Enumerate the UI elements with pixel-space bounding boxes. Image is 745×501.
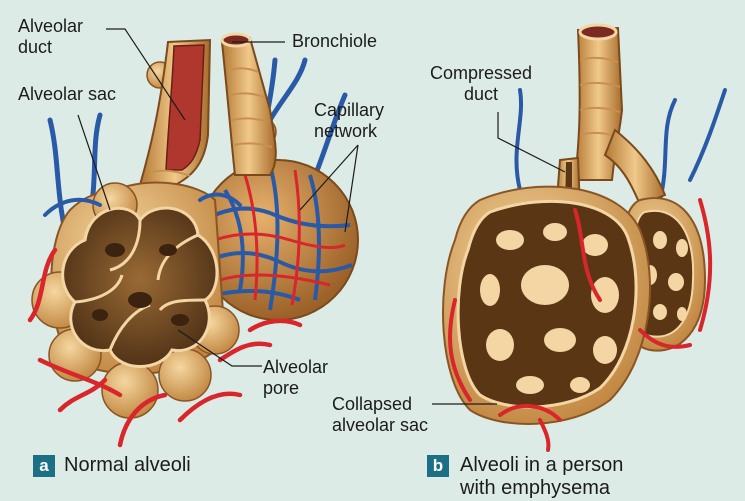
label-alveolar-pore: Alveolar pore bbox=[263, 357, 328, 399]
label-collapsed-sac-line2: alveolar sac bbox=[332, 415, 428, 436]
label-collapsed-sac: Collapsed alveolar sac bbox=[332, 394, 428, 436]
label-alveolar-duct-line2: duct bbox=[18, 37, 83, 58]
panel-a-caption: Normal alveoli bbox=[64, 454, 191, 477]
panel-b-caption: Alveoli in a person with emphysema bbox=[460, 454, 623, 500]
label-alveolar-pore-line2: pore bbox=[263, 378, 328, 399]
label-alveolar-duct-line1: Alveolar bbox=[18, 16, 83, 37]
label-compressed-duct-line1: Compressed bbox=[430, 63, 532, 84]
label-alveolar-duct: Alveolar duct bbox=[18, 16, 83, 58]
label-capillary-network-line2: network bbox=[314, 121, 384, 142]
label-alveolar-sac: Alveolar sac bbox=[18, 84, 116, 105]
label-compressed-duct: Compressed duct bbox=[430, 63, 532, 105]
label-capillary-network-line1: Capillary bbox=[314, 100, 384, 121]
panel-a-badge: a bbox=[33, 455, 55, 477]
label-alveolar-pore-line1: Alveolar bbox=[263, 357, 328, 378]
panel-b-caption-line2: with emphysema bbox=[460, 477, 623, 500]
label-capillary-network: Capillary network bbox=[314, 100, 384, 142]
panel-b-caption-line1: Alveoli in a person bbox=[460, 454, 623, 477]
label-collapsed-sac-line1: Collapsed bbox=[332, 394, 428, 415]
label-bronchiole: Bronchiole bbox=[292, 31, 377, 52]
label-compressed-duct-line2: duct bbox=[430, 84, 532, 105]
panel-b-badge: b bbox=[427, 455, 449, 477]
